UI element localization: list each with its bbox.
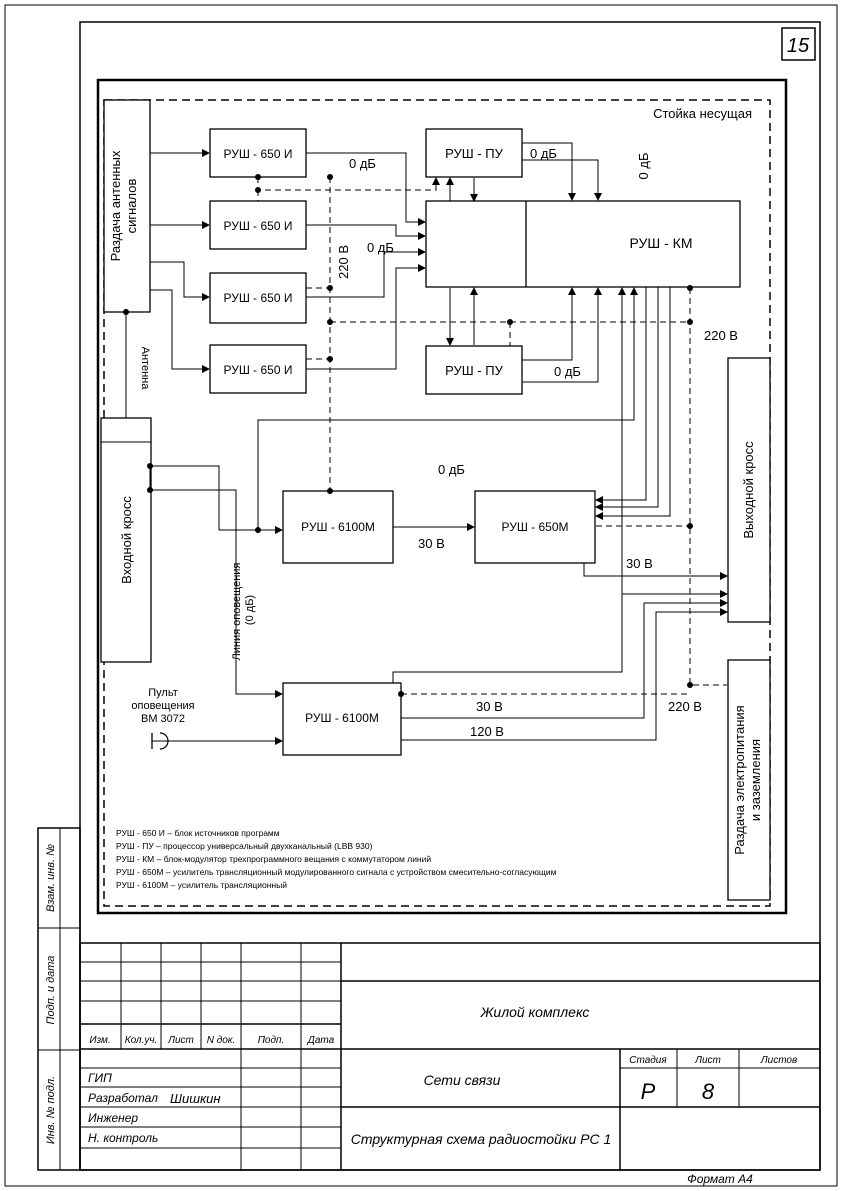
label-db-1: 0 дБ xyxy=(349,156,376,171)
label-220v-right: 220 В xyxy=(704,328,738,343)
junction-dots xyxy=(123,174,693,697)
block-rush650i-1: РУШ - 650 И xyxy=(209,128,307,178)
value-stadia: Р xyxy=(641,1079,656,1104)
label-120v-bottom: 120 В xyxy=(470,724,504,739)
notify-line-text-1: Линия оповещения xyxy=(231,563,243,661)
row-role-3: Инженер xyxy=(88,1111,138,1125)
block-rush650i-1-label: РУШ - 650 И xyxy=(223,147,292,161)
col-koluch: Кол.уч. xyxy=(125,1035,158,1046)
block-rushpu-bottom-label: РУШ - ПУ xyxy=(445,363,503,378)
header-list: Лист xyxy=(694,1055,721,1066)
label-db-2: 0 дБ xyxy=(530,146,557,161)
power-distribution-label: Раздача электропитанияи заземления xyxy=(732,705,763,854)
block-rushkm-label: РУШ - КМ xyxy=(629,235,692,251)
label-30v-mid: 30 В xyxy=(418,536,445,551)
label-db-6: 0 дБ xyxy=(438,462,465,477)
block-rushkm: РУШ - КМ xyxy=(425,200,741,288)
label-220v-vertical: 220 В xyxy=(336,245,351,279)
legend-line-5: РУШ - 6100М – усилитель трансляционный xyxy=(116,880,287,890)
row-role-4: Н. контроль xyxy=(88,1131,158,1145)
title-block-text: Изм. Кол.уч. Лист N док. Подп. Дата ГИП … xyxy=(88,1004,797,1147)
diagram-border xyxy=(96,78,788,915)
col-list: Лист xyxy=(167,1035,194,1046)
console-label-2: оповещения xyxy=(131,700,194,712)
label-220v-bottom: 220 В xyxy=(668,699,702,714)
label-db-5: 0 дБ xyxy=(554,364,581,379)
legend-line-3: РУШ - КМ – блок-модулятор трехпрограммно… xyxy=(116,854,431,864)
label-30v-right: 30 В xyxy=(626,556,653,571)
header-listov: Листов xyxy=(760,1055,797,1066)
console-label-1: Пульт xyxy=(148,687,178,699)
block-rush6100m-bottom: РУШ - 6100М xyxy=(282,682,402,756)
rack-label: Стойка несущая xyxy=(653,106,752,121)
block-rush650i-2-label: РУШ - 650 И xyxy=(223,219,292,233)
block-rush650i-3: РУШ - 650 И xyxy=(209,272,307,324)
antenna-label: Антенна xyxy=(139,347,151,391)
left-strip: Взам. инв. № Подп. и дата Инв. № подл. xyxy=(37,827,81,1171)
block-rush650i-4-label: РУШ - 650 И xyxy=(223,363,292,377)
page-number-box xyxy=(781,27,816,61)
block-rush650i-4: РУШ - 650 И xyxy=(209,344,307,394)
signal-lines xyxy=(125,142,728,745)
strip-inv-podl: Инв. № подл. xyxy=(45,1076,57,1144)
block-rushpu-top-label: РУШ - ПУ xyxy=(445,146,503,161)
antenna-distribution-bar xyxy=(103,99,151,313)
row-name-2: Шишкин xyxy=(170,1091,221,1106)
block-rush650i-2: РУШ - 650 И xyxy=(209,200,307,250)
sheet-title: Структурная схема радиостойки РС 1 xyxy=(351,1131,612,1147)
block-rush6100m-bottom-label: РУШ - 6100М xyxy=(305,711,379,725)
console-icon xyxy=(151,732,170,750)
block-rush6100m-top: РУШ - 6100М xyxy=(282,490,394,564)
legend-line-1: РУШ - 650 И – блок источников программ xyxy=(116,828,280,838)
format-label: Формат А4 xyxy=(687,1172,753,1186)
label-db-4: 0 дБ xyxy=(367,240,394,255)
block-rush6100m-top-label: РУШ - 6100М xyxy=(301,520,375,534)
legend: РУШ - 650 И – блок источников программ Р… xyxy=(116,828,557,890)
col-ndok: N док. xyxy=(207,1035,236,1046)
power-distribution-bar xyxy=(727,659,771,901)
row-role-1: ГИП xyxy=(88,1071,112,1085)
input-cross-bar xyxy=(100,417,152,663)
strip-podp-data: Подп. и дата xyxy=(45,956,57,1025)
output-cross-bar xyxy=(727,357,771,623)
value-list: 8 xyxy=(702,1079,715,1104)
sheet-border xyxy=(4,4,838,1187)
section-name: Сети связи xyxy=(424,1072,501,1088)
label-db-3: 0 дБ xyxy=(636,153,651,180)
project-name: Жилой комплекс xyxy=(480,1004,590,1020)
header-stadia: Стадия xyxy=(629,1055,667,1066)
strip-vzam-inv: Взам. инв. № xyxy=(45,844,57,912)
console-label-3: ВМ 3072 xyxy=(141,713,185,725)
block-rush650m-label: РУШ - 650М xyxy=(501,520,568,534)
col-izm: Изм. xyxy=(89,1035,110,1046)
page-number: 15 xyxy=(787,35,810,57)
block-rushpu-bottom: РУШ - ПУ xyxy=(425,345,523,395)
row-role-2: Разработал xyxy=(88,1091,158,1105)
antenna-distribution-label: Раздача антенныхсигналов xyxy=(108,150,139,261)
col-podp: Подп. xyxy=(258,1035,285,1046)
notify-line-text-2: (0 дБ) xyxy=(244,595,256,625)
block-rushpu-top: РУШ - ПУ xyxy=(425,128,523,178)
input-cross-label: Входной кросс xyxy=(119,496,134,584)
notify-line-label: Линия оповещения (0 дБ) xyxy=(231,560,256,661)
block-rush650m: РУШ - 650М xyxy=(474,490,596,564)
col-data: Дата xyxy=(307,1035,335,1046)
legend-line-4: РУШ - 650М – усилитель трансляционный мо… xyxy=(116,867,557,877)
output-cross-label: Выходной кросс xyxy=(741,441,756,539)
legend-line-2: РУШ - ПУ – процессор универсальный двухк… xyxy=(116,841,373,851)
block-rush650i-3-label: РУШ - 650 И xyxy=(223,291,292,305)
title-block xyxy=(79,942,821,1171)
label-30v-bottom: 30 В xyxy=(476,699,503,714)
